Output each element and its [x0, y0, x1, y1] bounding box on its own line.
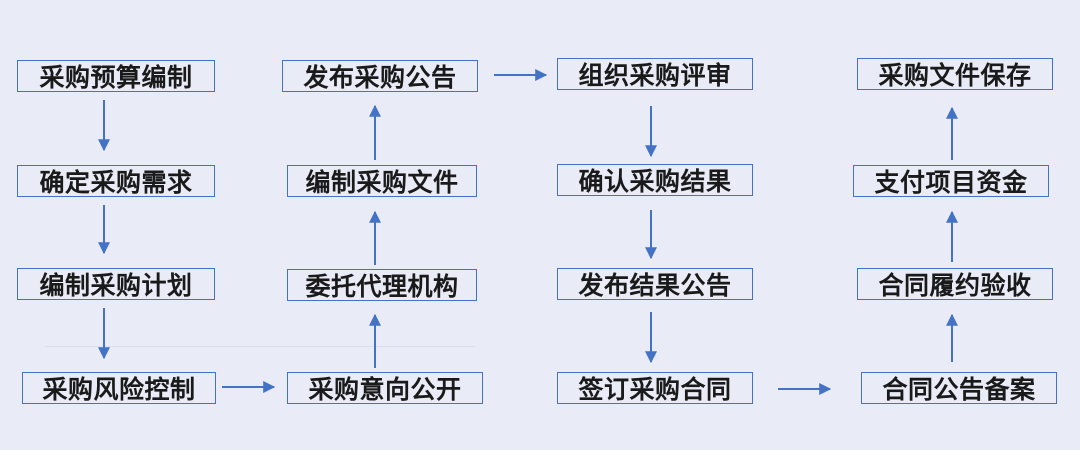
- node-intention-disclosure: 采购意向公开: [287, 372, 483, 404]
- node-publish-announcement: 发布采购公告: [282, 60, 478, 92]
- node-entrust-agency: 委托代理机构: [287, 269, 477, 301]
- node-pay-funds: 支付项目资金: [853, 165, 1049, 197]
- node-budget-preparation: 采购预算编制: [17, 60, 215, 92]
- node-determine-requirements: 确定采购需求: [17, 165, 215, 197]
- node-organize-review: 组织采购评审: [557, 58, 753, 90]
- node-file-storage: 采购文件保存: [857, 58, 1053, 90]
- node-risk-control: 采购风险控制: [22, 372, 216, 404]
- node-sign-contract: 签订采购合同: [557, 372, 753, 404]
- node-procurement-plan: 编制采购计划: [17, 268, 215, 300]
- node-contract-acceptance: 合同履约验收: [857, 268, 1053, 300]
- node-prepare-documents: 编制采购文件: [287, 165, 477, 197]
- node-result-announcement: 发布结果公告: [557, 268, 753, 300]
- divider-line: [45, 346, 475, 347]
- node-confirm-results: 确认采购结果: [557, 164, 753, 196]
- node-contract-filing: 合同公告备案: [861, 372, 1057, 404]
